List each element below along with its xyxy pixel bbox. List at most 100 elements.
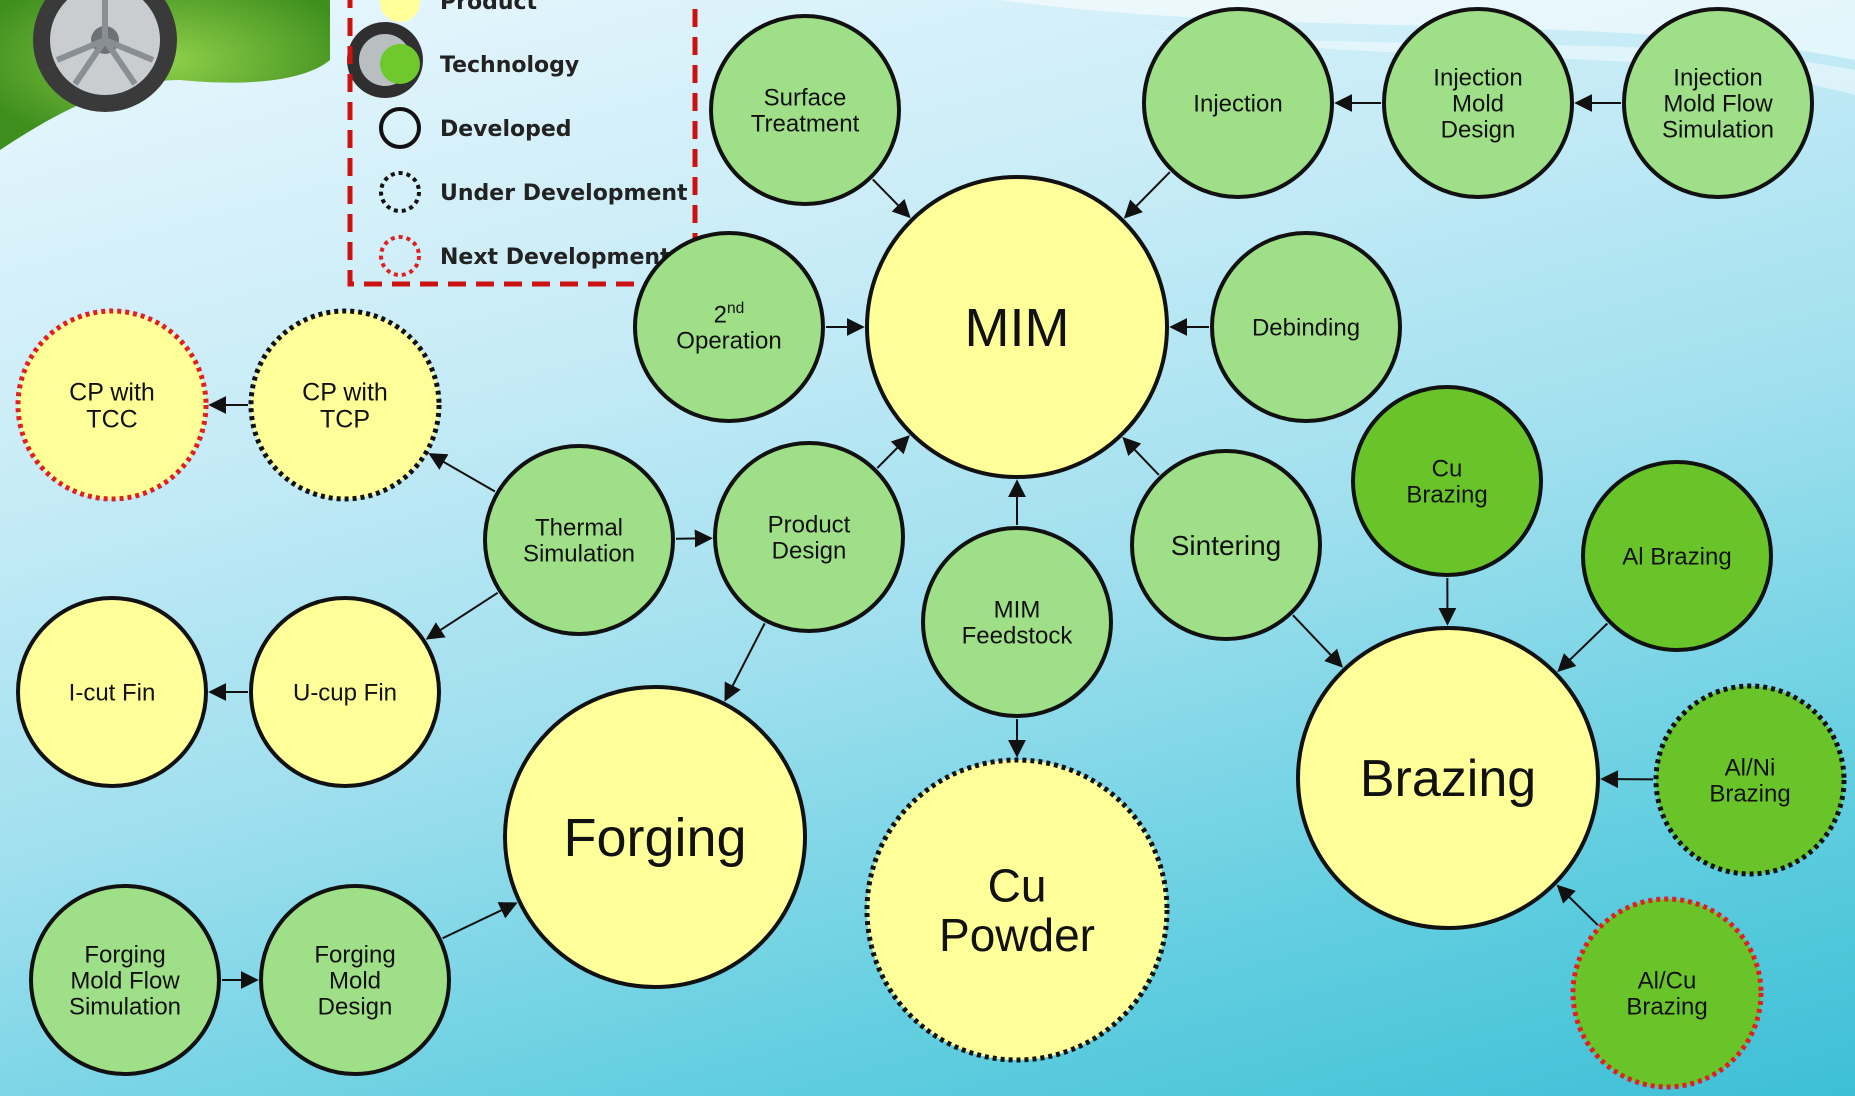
node-label-line: MIM [994,596,1041,623]
node-label-line: Mold Flow [1663,90,1773,117]
node-label-line: Injection [1433,64,1522,91]
node-label-line: Design [772,537,847,564]
node-circle [1570,896,1764,1090]
node-label-line: Injection [1193,90,1282,117]
node-label-line: Simulation [523,540,635,567]
node-label-line: Mold [1452,90,1504,117]
node-circle [921,526,1113,718]
node-label-line: Product [768,511,851,538]
legend-next-development-swatch [379,235,421,277]
legend-developed-swatch [379,107,421,149]
node-circle [503,685,807,989]
node-label-line: TCC [86,405,137,433]
arrow-sintering-to-brazing [1292,614,1344,668]
node-label-line: CP with [69,378,155,406]
arrow-forg_mold-to-forging [442,902,518,940]
node-circle [249,596,441,788]
node-label-line: Mold [329,967,381,994]
node-circle [713,441,905,633]
node-ucup: U-cup Fin [249,596,441,788]
node-label-line: Injection [1673,64,1762,91]
node-circle [29,884,221,1076]
node-debinding: Debinding [1210,231,1402,423]
node-circle [1653,683,1847,877]
node-forging: Forging [503,685,807,989]
node-circle [865,175,1169,479]
node-circle [1142,7,1334,199]
node-label-line: Thermal [535,514,623,541]
node-label-line: Al/Ni [1725,754,1776,781]
node-brazing: Brazing [1296,626,1600,930]
node-label-line: Al Brazing [1622,543,1731,570]
node-circle [709,14,901,206]
node-label-line: 2nd [714,300,745,329]
node-label-line: Cu [1432,455,1463,482]
node-label-line: Brazing [1626,993,1707,1020]
legend-next-development-label: Next Development [440,245,671,270]
legend-border [347,0,698,287]
node-label-line: CP with [302,378,388,406]
arrow-thermal-to-ucup [425,592,499,640]
node-label-line: Surface [764,84,847,111]
node-circle [1351,385,1543,577]
node-label-line: TCP [320,405,370,433]
node-circle [1382,7,1574,199]
node-label-line: Brazing [1709,780,1790,807]
node-circle [1130,449,1322,641]
arrow-sintering-to-mim [1122,436,1160,476]
node-label-line: Simulation [1662,116,1774,143]
node-label-line: Powder [939,909,1095,961]
node-label-line: Simulation [69,993,181,1020]
node-circle [16,596,208,788]
arrow-injection-to-mim [1123,171,1171,219]
node-circle [633,231,825,423]
legend-under-development-swatch [379,171,421,213]
node-label-line: Mold Flow [70,967,180,994]
node-circle [259,884,451,1076]
arrow-product_design-to-forging [724,622,766,702]
arrow-al_brazing-to-brazing [1557,622,1609,673]
node-label-line: Brazing [1360,750,1536,808]
car-image [0,0,423,150]
node-label-line: Treatment [751,110,860,137]
node-label-line: Forging [84,941,165,968]
node-circle [864,757,1170,1063]
legend-technology-swatch [380,44,420,84]
node-injection: Injection [1142,7,1334,199]
node-circle [248,308,442,502]
arrow-alcu-to-brazing [1556,884,1599,926]
arrow-thermal-to-cp_tcp [428,453,496,493]
legend-developed-label: Developed [440,117,572,142]
node-label-line: Design [1441,116,1516,143]
node-label-line: Feedstock [962,622,1074,649]
node-label-line: MIM [965,298,1070,358]
node-label-line: U-cup Fin [293,679,397,706]
legend-product-label: Product [440,0,538,15]
node-label-line: Brazing [1406,481,1487,508]
node-al-brazing: Al Brazing [1581,460,1773,652]
arrow-surface-to-mim [872,178,911,219]
node-mim: MIM [865,175,1169,479]
node-label-line: Al/Cu [1638,967,1697,994]
node-circle [1296,626,1600,930]
node-circle [15,308,209,502]
node-label-line: Cu [988,859,1047,911]
arrow-product_design-to-mim [876,435,910,469]
node-circle [1210,231,1402,423]
node-circle [1581,460,1773,652]
